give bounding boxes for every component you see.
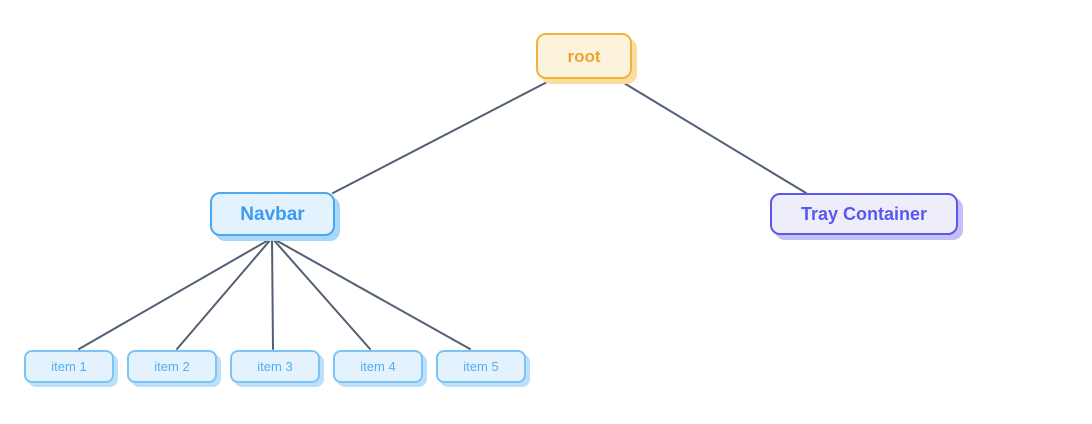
node-root[interactable]: root [536, 33, 632, 79]
node-label-item1: item 1 [51, 359, 87, 374]
node-label-tray: Tray Container [800, 204, 928, 224]
edge-navbar-item4 [271, 237, 371, 350]
edge-navbar-item5 [271, 237, 471, 350]
node-tray[interactable]: Tray Container [770, 193, 958, 235]
node-item5[interactable]: item 5 [436, 350, 526, 383]
node-label-item3: item 3 [257, 359, 293, 374]
node-label-item4: item 4 [360, 359, 396, 374]
edge-navbar-item1 [78, 237, 273, 350]
edge-navbar-item2 [176, 237, 273, 350]
node-label-item5: item 5 [463, 359, 499, 374]
node-label-root: root [567, 46, 601, 66]
edge-navbar-item3 [271, 237, 274, 350]
node-label-item2: item 2 [154, 359, 190, 374]
node-navbar[interactable]: Navbar [210, 192, 335, 236]
node-item2[interactable]: item 2 [127, 350, 217, 383]
node-item4[interactable]: item 4 [333, 350, 423, 383]
edge-root-navbar [332, 79, 552, 194]
edge-root-tray [618, 79, 807, 194]
node-item1[interactable]: item 1 [24, 350, 114, 383]
node-item3[interactable]: item 3 [230, 350, 320, 383]
node-label-navbar: Navbar [240, 203, 305, 225]
